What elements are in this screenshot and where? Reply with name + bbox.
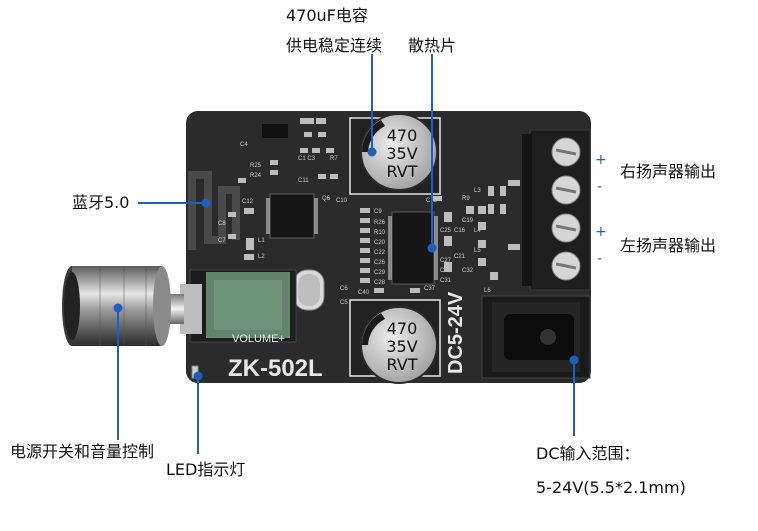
polarity-minus-right: - [597, 179, 602, 195]
bluetooth-antenna [188, 171, 240, 250]
svg-text:R7: R7 [330, 156, 338, 162]
speaker-terminal-block [522, 129, 591, 291]
callout-dots [113, 147, 579, 381]
potentiometer [166, 269, 297, 343]
polarity-minus-left: - [597, 251, 602, 267]
svg-text:C19: C19 [462, 218, 474, 224]
capacitor-bottom: 470 35V RVT [360, 306, 438, 384]
svg-text:C8: C8 [218, 221, 226, 227]
cap-top-voltage: 35V [386, 144, 417, 163]
svg-text:C9: C9 [374, 209, 382, 215]
led-label: LED指示灯 [166, 460, 246, 479]
svg-text:R24: R24 [250, 173, 262, 179]
svg-text:C11: C11 [298, 178, 309, 184]
svg-text:L2: L2 [258, 254, 265, 260]
svg-text:C27: C27 [440, 258, 452, 264]
svg-text:C21: C21 [454, 254, 466, 260]
svg-text:R10: R10 [374, 230, 386, 236]
heatsink-label: 散热片 [408, 36, 457, 55]
voltage-silk-label: DC5-24V [445, 291, 467, 374]
svg-text:C31: C31 [440, 278, 452, 284]
svg-text:C16: C16 [454, 228, 466, 234]
bluetooth-label: 蓝牙5.0 [72, 193, 130, 212]
svg-text:L1: L1 [258, 238, 265, 244]
svg-text:L3: L3 [474, 188, 481, 194]
svg-text:L5: L5 [474, 248, 481, 254]
svg-text:R25: R25 [250, 163, 262, 169]
cap-bottom-voltage: 35V [386, 337, 417, 356]
dc-range-label: 5-24V(5.5*2.1mm) [536, 478, 686, 497]
capacitor-spec-label: 470uF电容 [286, 6, 368, 25]
svg-text:R9: R9 [462, 196, 470, 202]
svg-text:R26: R26 [374, 220, 386, 226]
bluetooth-ic-pins [266, 198, 318, 234]
polarity-plus-left: + [595, 224, 607, 240]
svg-text:C7: C7 [218, 238, 226, 244]
svg-text:C1 C3: C1 C3 [298, 156, 316, 162]
power-regulation-label: 供电稳定连续 [286, 36, 383, 55]
cap-bottom-series: RVT [387, 355, 418, 374]
capacitor-top: 470 35V RVT [360, 113, 438, 191]
svg-text:C28: C28 [374, 280, 386, 286]
dc-input-label: DC输入范围： [536, 444, 640, 463]
svg-text:L4: L4 [474, 228, 481, 234]
svg-text:C32: C32 [462, 268, 474, 274]
svg-text:C26: C26 [374, 260, 386, 266]
cap-top-value: 470 [387, 126, 418, 145]
svg-text:C12: C12 [242, 199, 254, 205]
model-silk-label: ZK-502L [228, 355, 323, 382]
cap-bottom-value: 470 [387, 319, 418, 338]
svg-text:C40: C40 [358, 290, 370, 296]
callout-lines [117, 54, 575, 454]
svg-text:C20: C20 [374, 240, 386, 246]
svg-text:Q6: Q6 [322, 196, 331, 202]
svg-text:C6: C6 [340, 286, 348, 292]
svg-text:C25: C25 [440, 228, 452, 234]
polarity-plus-right: + [595, 152, 607, 168]
svg-text:C37: C37 [424, 286, 436, 292]
svg-text:C29: C29 [374, 270, 386, 276]
svg-text:C4: C4 [240, 142, 248, 148]
cap-top-series: RVT [387, 162, 418, 181]
svg-text:C5: C5 [340, 300, 348, 306]
power-volume-label: 电源开关和音量控制 [10, 442, 155, 461]
svg-text:C10: C10 [336, 198, 348, 204]
volume-silk-label: VOLUME+ [232, 333, 285, 345]
dc-jack [481, 295, 591, 379]
right-speaker-label: 右扬声器输出 [620, 162, 717, 181]
svg-text:L6: L6 [484, 288, 491, 294]
smd-components [228, 118, 520, 293]
left-speaker-label: 左扬声器输出 [620, 236, 717, 255]
bluetooth-ic [269, 193, 315, 239]
svg-text:C22: C22 [374, 250, 386, 256]
